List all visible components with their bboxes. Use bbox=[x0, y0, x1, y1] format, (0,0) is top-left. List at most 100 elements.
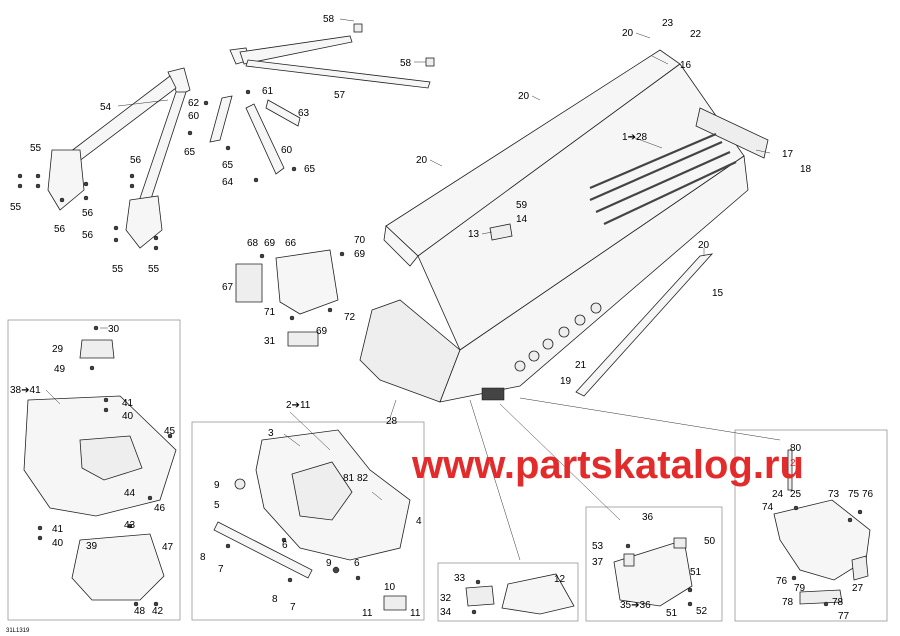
callout-29: 29 bbox=[52, 344, 64, 355]
callout-55-b: 55 bbox=[10, 202, 22, 213]
front-frame-group-box bbox=[7, 319, 181, 621]
callout-64: 64 bbox=[222, 177, 234, 188]
callout-40-lower: 40 bbox=[52, 538, 64, 549]
callout-28: 28 bbox=[386, 416, 398, 427]
callout-58-right: 58 bbox=[400, 58, 412, 69]
callout-54: 54 bbox=[100, 102, 112, 113]
callout-47: 47 bbox=[162, 542, 174, 553]
callout-34: 34 bbox=[440, 607, 452, 618]
callout-41-lower: 41 bbox=[52, 524, 64, 535]
callout-20-left: 20 bbox=[416, 155, 428, 166]
callout-45: 45 bbox=[164, 426, 176, 437]
callout-16: 16 bbox=[680, 60, 692, 71]
callout-65-middle: 65 bbox=[222, 160, 234, 171]
callout-69-bottom: 69 bbox=[316, 326, 328, 337]
callout-67: 67 bbox=[222, 282, 234, 293]
callout-36-top: 36 bbox=[642, 512, 654, 523]
callout-7-left: 7 bbox=[218, 564, 224, 575]
callout-76-bottom: 76 bbox=[776, 576, 788, 587]
callout-60-upper: 60 bbox=[188, 111, 200, 122]
callout-33: 33 bbox=[454, 573, 466, 584]
callout-35-to-36: 35➔36 bbox=[620, 600, 651, 611]
callout-75: 75 bbox=[848, 489, 860, 500]
callout-3: 3 bbox=[268, 428, 274, 439]
callout-55-d: 55 bbox=[148, 264, 160, 275]
callout-9-lower: 9 bbox=[326, 558, 332, 569]
callout-41-upper: 41 bbox=[122, 398, 134, 409]
suspension-housing-group-box bbox=[191, 421, 425, 621]
callout-55-c: 55 bbox=[112, 264, 124, 275]
fastener-cluster-left bbox=[17, 173, 159, 251]
callout-56-b: 56 bbox=[82, 208, 94, 219]
callout-2-to-11: 2➔11 bbox=[286, 400, 311, 411]
callout-53: 53 bbox=[592, 541, 604, 552]
callout-37: 37 bbox=[592, 557, 604, 568]
callout-labels: 58 58 57 54 62 61 60 63 65 65 60 64 65 5… bbox=[10, 14, 874, 622]
rear-bracket-parts bbox=[773, 449, 871, 607]
callout-20-mid: 20 bbox=[518, 91, 530, 102]
callout-11-left: 11 bbox=[362, 608, 373, 619]
callout-8-lower: 8 bbox=[272, 594, 278, 605]
callout-62: 62 bbox=[188, 98, 200, 109]
callout-5: 5 bbox=[214, 500, 220, 511]
engine-mount-group-box bbox=[585, 506, 723, 622]
callout-19: 19 bbox=[560, 376, 572, 387]
engine-mount-parts bbox=[613, 537, 693, 607]
callout-7-lower: 7 bbox=[290, 602, 296, 613]
callout-72: 72 bbox=[344, 312, 356, 323]
callout-8-left: 8 bbox=[200, 552, 206, 563]
callout-44: 44 bbox=[124, 488, 136, 499]
callout-30: 30 bbox=[108, 324, 120, 335]
callout-66: 66 bbox=[285, 238, 297, 249]
callout-65-right: 65 bbox=[304, 164, 316, 175]
callout-40-upper: 40 bbox=[122, 411, 134, 422]
steering-bracket-parts bbox=[187, 89, 301, 183]
callout-52: 52 bbox=[696, 606, 708, 617]
callout-27: 27 bbox=[852, 583, 864, 594]
callout-13: 13 bbox=[468, 229, 480, 240]
callout-51-lower: 51 bbox=[666, 608, 678, 619]
callout-65-left: 65 bbox=[184, 147, 196, 158]
callout-6-upper: 6 bbox=[282, 540, 288, 551]
callout-46: 46 bbox=[154, 503, 166, 514]
callout-18: 18 bbox=[800, 164, 812, 175]
tunnel-main-part bbox=[359, 49, 769, 403]
callout-1-to-28: 1➔28 bbox=[622, 132, 648, 143]
callout-22: 22 bbox=[690, 29, 702, 40]
callout-50: 50 bbox=[704, 536, 716, 547]
callout-12: 12 bbox=[554, 574, 566, 585]
callout-49: 49 bbox=[54, 364, 66, 375]
callout-71: 71 bbox=[264, 307, 276, 318]
callout-78-right: 78 bbox=[832, 597, 844, 608]
callout-9-left: 9 bbox=[214, 480, 220, 491]
callout-59: 59 bbox=[516, 200, 528, 211]
callout-80: 80 bbox=[790, 443, 802, 454]
callout-14: 14 bbox=[516, 214, 528, 225]
callout-17: 17 bbox=[782, 149, 794, 160]
callout-63: 63 bbox=[298, 108, 310, 119]
callout-60-lower: 60 bbox=[281, 145, 293, 156]
callout-68: 68 bbox=[247, 238, 259, 249]
electrical-module-part bbox=[235, 249, 345, 347]
callout-20-top: 20 bbox=[622, 28, 634, 39]
callout-15: 15 bbox=[712, 288, 724, 299]
callout-82: 82 bbox=[357, 473, 369, 484]
callout-23: 23 bbox=[662, 18, 674, 29]
callout-25: 25 bbox=[790, 489, 802, 500]
skid-plate-group-box bbox=[437, 562, 579, 622]
callout-61: 61 bbox=[262, 86, 274, 97]
running-board-strip-part bbox=[575, 253, 714, 397]
callout-81: 81 bbox=[343, 473, 355, 484]
skid-plate-parts bbox=[465, 573, 575, 615]
rear-bracket-group-box bbox=[734, 429, 888, 622]
callout-26: 26 bbox=[790, 458, 802, 469]
front-frame-parts bbox=[23, 325, 177, 607]
callout-43: 43 bbox=[124, 520, 136, 531]
callout-31: 31 bbox=[264, 336, 276, 347]
callout-70: 70 bbox=[354, 235, 366, 246]
callout-39: 39 bbox=[86, 541, 98, 552]
callout-69-right: 69 bbox=[354, 249, 366, 260]
callout-77: 77 bbox=[838, 611, 850, 622]
